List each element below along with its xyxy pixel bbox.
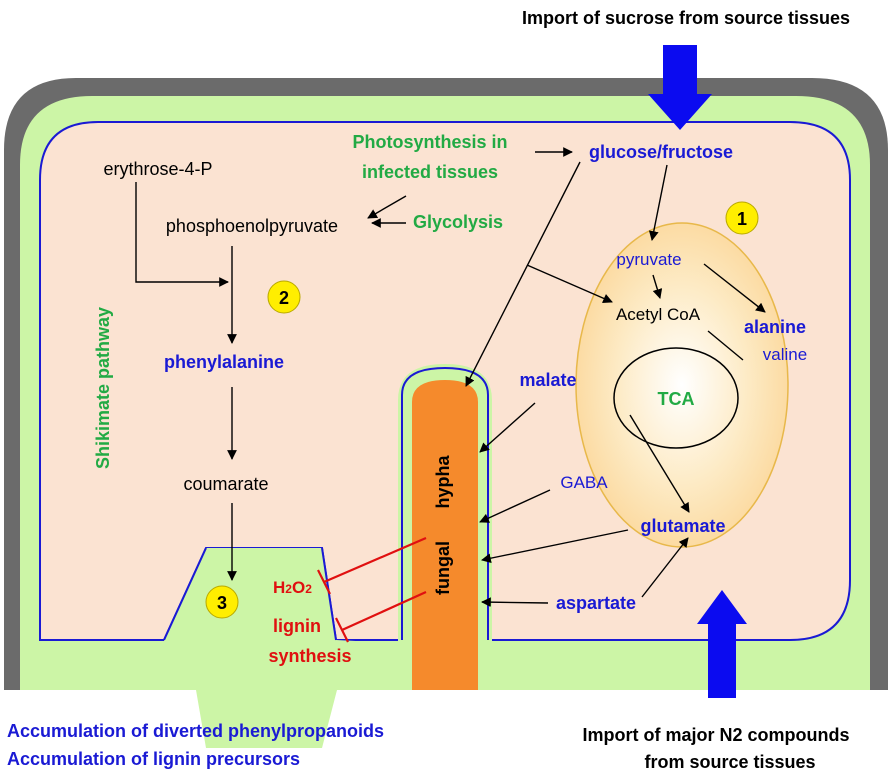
badge-2: 2: [267, 280, 301, 314]
photosynthesis-label-2: infected tissues: [362, 162, 498, 182]
coumarate-label: coumarate: [183, 474, 268, 494]
h2o2-label: H2O2: [273, 578, 312, 597]
n2-import-arrow-shape: [697, 590, 747, 698]
n2-import-label-2: from source tissues: [644, 752, 815, 772]
photosynthesis-label-1: Photosynthesis in: [352, 132, 507, 152]
svg-text:2: 2: [279, 288, 289, 308]
badge-3: 3: [205, 585, 239, 619]
hypha-label: hypha: [433, 455, 453, 509]
pep-label: phosphoenolpyruvate: [166, 216, 338, 236]
lignin-label: lignin: [273, 616, 321, 636]
valine-label: valine: [763, 345, 807, 364]
accumulation-lignin-label: Accumulation of lignin precursors: [7, 749, 300, 769]
badge-1: 1: [725, 201, 759, 235]
malate-label: malate: [519, 370, 576, 390]
alanine-label: alanine: [744, 317, 806, 337]
phenylalanine-label: phenylalanine: [164, 352, 284, 372]
glucose-fructose-label: glucose/fructose: [589, 142, 733, 162]
aspartate-label: aspartate: [556, 593, 636, 613]
sucrose-import-label: Import of sucrose from source tissues: [522, 8, 850, 28]
fungal-hypha: [412, 380, 478, 690]
n2-import-label-1: Import of major N2 compounds: [582, 725, 849, 745]
erythrose-label: erythrose-4-P: [103, 159, 212, 179]
gaba-label: GABA: [560, 473, 608, 492]
mitochondrion: [575, 222, 789, 548]
shikimate-label: Shikimate pathway: [93, 307, 113, 469]
pyruvate-label: pyruvate: [616, 250, 681, 269]
glycolysis-label: Glycolysis: [413, 212, 503, 232]
glutamate-label: glutamate: [640, 516, 725, 536]
fungal-label: fungal: [433, 541, 453, 595]
inhibition-lines: [317, 536, 427, 643]
tca-label: TCA: [658, 389, 695, 409]
sucrose-import-arrow: [648, 45, 712, 130]
acetyl-coa-label: Acetyl CoA: [616, 305, 701, 324]
synthesis-label: synthesis: [268, 646, 351, 666]
pathway-arrows: [135, 147, 766, 608]
tca-cycle: [613, 347, 739, 449]
accumulation-phenylpropanoids-label: Accumulation of diverted phenylpropanoid…: [7, 721, 384, 741]
svg-text:3: 3: [217, 593, 227, 613]
svg-text:1: 1: [737, 209, 747, 229]
